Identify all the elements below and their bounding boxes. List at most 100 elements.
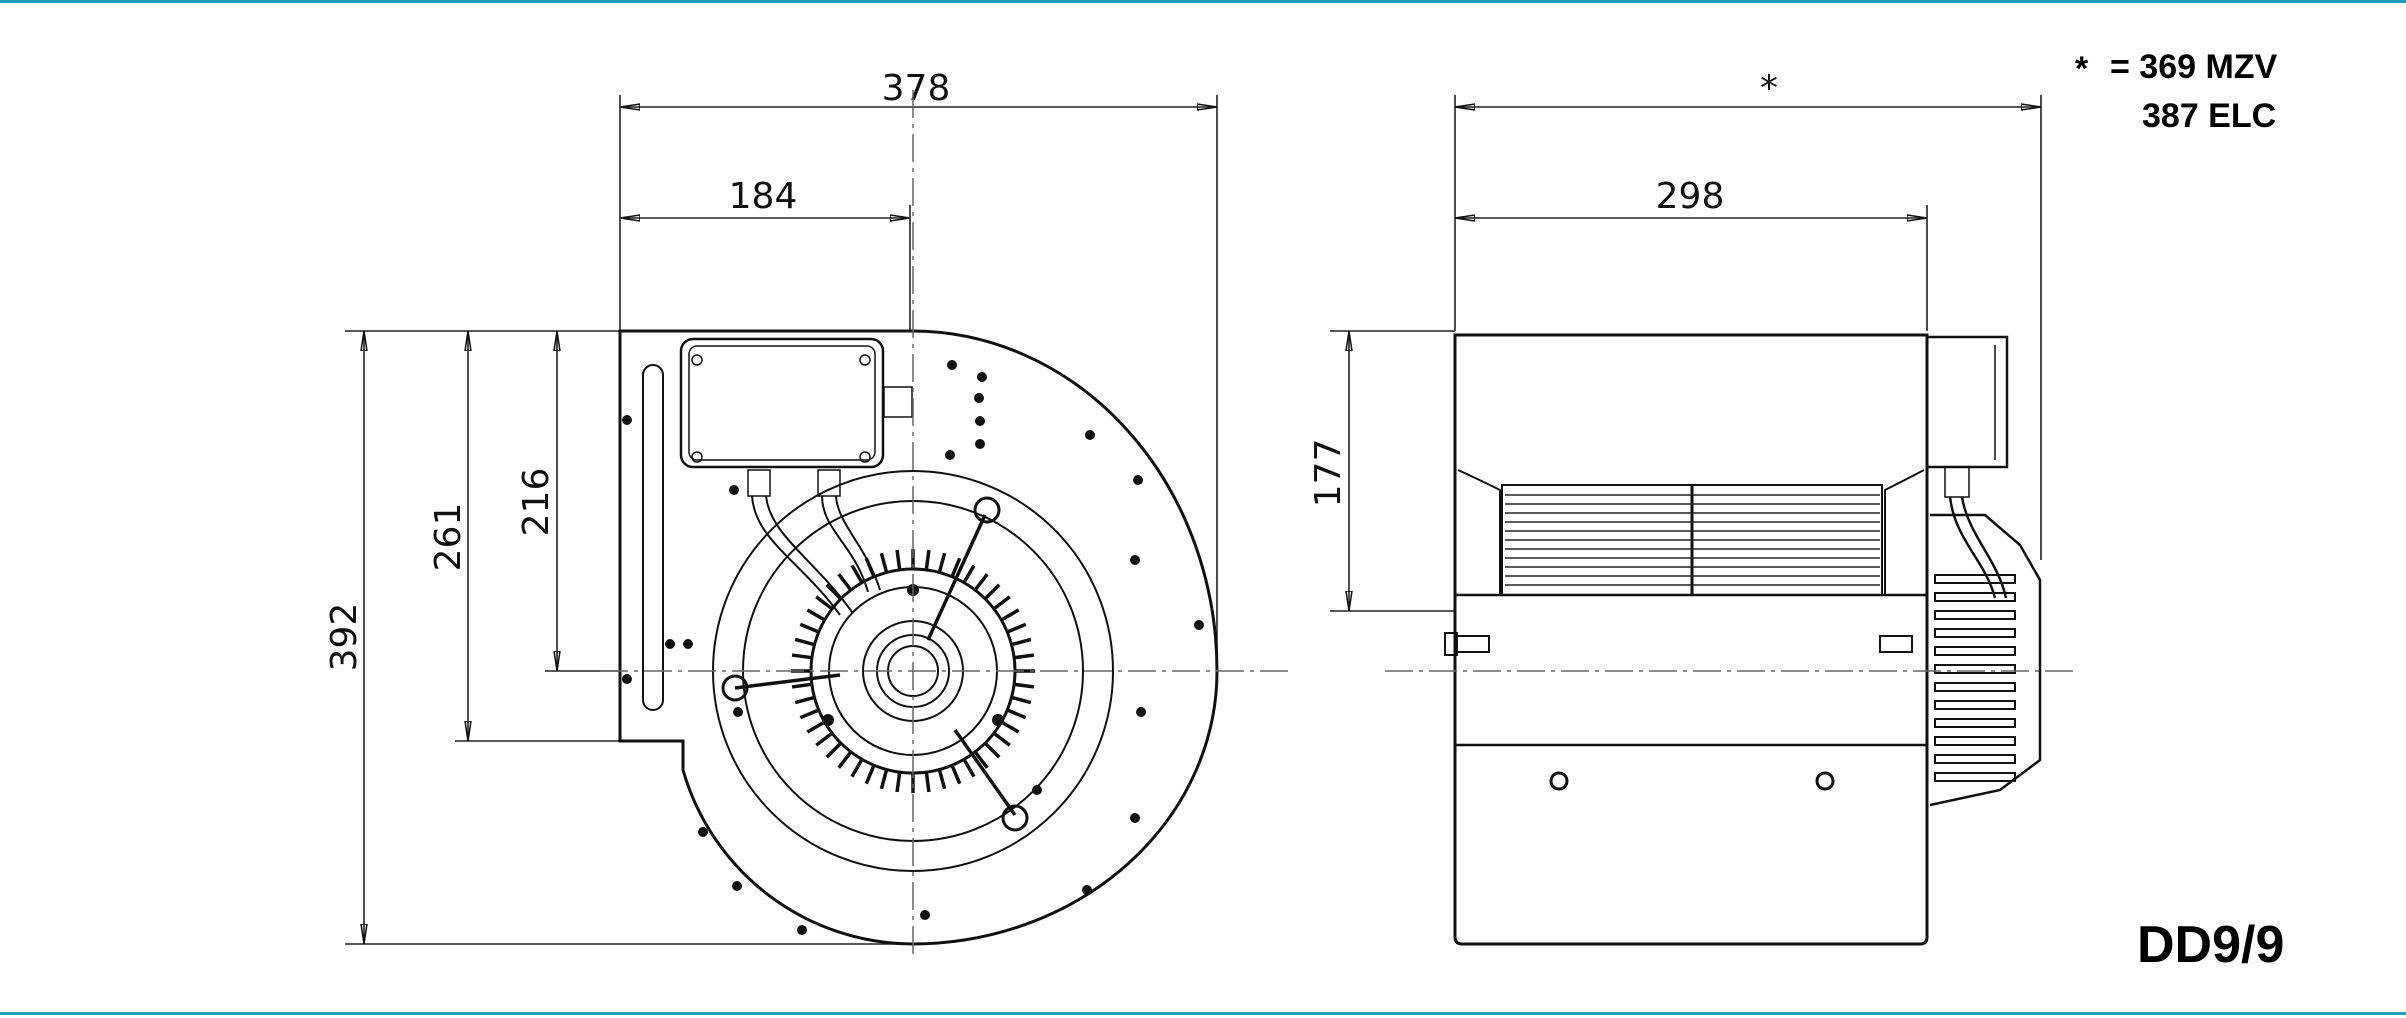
fin xyxy=(924,771,931,793)
dim-label-298: 298 xyxy=(1656,176,1725,217)
dim-label-184: 184 xyxy=(729,176,798,217)
dim-184: 184 xyxy=(620,176,910,218)
motor-fin xyxy=(1934,718,2016,728)
rivet xyxy=(665,639,675,649)
rivet xyxy=(1130,813,1140,823)
rivet xyxy=(1136,707,1146,717)
slot xyxy=(642,364,664,711)
motor-fin xyxy=(1934,700,2016,710)
rivet xyxy=(974,393,984,403)
motor-fin xyxy=(1934,628,2016,638)
rivet xyxy=(975,416,985,426)
dim-261: 261 xyxy=(428,331,469,741)
fin xyxy=(864,764,876,785)
fin xyxy=(1006,708,1027,720)
rivet xyxy=(622,415,632,425)
terminal-box xyxy=(679,337,885,469)
rivet xyxy=(920,910,930,920)
dim-label-star: * xyxy=(1760,68,1778,109)
motor-fins xyxy=(791,549,1035,793)
motor-side xyxy=(1929,513,2042,807)
dim-392: 392 xyxy=(324,331,365,944)
fin xyxy=(1013,653,1035,660)
rivet xyxy=(977,372,987,382)
asterisk-symbol: * xyxy=(2075,50,2089,88)
fin xyxy=(992,731,1011,747)
volute-housing xyxy=(618,329,1219,946)
fin xyxy=(950,557,962,578)
dim-label-177: 177 xyxy=(1308,439,1349,508)
fin xyxy=(850,564,864,584)
fin xyxy=(791,653,813,660)
fin xyxy=(837,573,853,592)
fin xyxy=(973,573,989,592)
fin xyxy=(962,564,976,584)
fin xyxy=(837,750,853,769)
motor-fin xyxy=(1934,610,2016,620)
rivet xyxy=(733,707,743,717)
dim-label-261: 261 xyxy=(428,503,469,572)
rivet xyxy=(947,360,957,370)
fin xyxy=(937,769,947,790)
side-view: * 298 177 xyxy=(1308,68,2075,946)
fin xyxy=(992,595,1011,611)
fin xyxy=(937,552,947,573)
bottom-border xyxy=(0,1012,2406,1015)
rivet xyxy=(1082,885,1092,895)
rivets xyxy=(622,360,1204,935)
fin xyxy=(799,708,820,720)
motor-fin xyxy=(1934,574,2016,584)
rivet xyxy=(1194,620,1204,630)
fin xyxy=(825,741,843,759)
fin xyxy=(1011,695,1032,705)
fin xyxy=(794,637,815,647)
rivet xyxy=(683,639,693,649)
fin xyxy=(983,583,1001,601)
fin xyxy=(815,595,834,611)
fin xyxy=(1006,622,1027,634)
fin xyxy=(1011,637,1032,647)
rivet xyxy=(945,450,955,460)
rivet xyxy=(732,881,742,891)
motor-fin xyxy=(1934,736,2016,746)
variant-note: * = 369 MZV 387 ELC xyxy=(2075,48,2278,135)
fin xyxy=(1000,608,1020,622)
note-line-1: = 369 MZV xyxy=(2110,48,2278,86)
fin xyxy=(895,771,902,793)
fin xyxy=(794,695,815,705)
dim-star: * xyxy=(1455,68,2041,109)
model-label: DD9/9 xyxy=(2137,916,2284,974)
fin xyxy=(1013,682,1035,689)
dim-label-392: 392 xyxy=(324,603,365,672)
rivet xyxy=(975,439,985,449)
fin xyxy=(850,758,864,778)
motor-fin xyxy=(1934,682,2016,692)
rivet xyxy=(1133,475,1143,485)
top-border xyxy=(0,0,2406,3)
rivet xyxy=(797,925,807,935)
motor-fin xyxy=(1934,664,2016,674)
rivet xyxy=(622,674,632,684)
fin xyxy=(973,750,989,769)
fin xyxy=(924,549,931,571)
fin xyxy=(815,731,834,747)
front-view: 378 184 392 261 216 xyxy=(324,68,1290,960)
dim-label-378: 378 xyxy=(882,68,951,109)
rivet xyxy=(1032,785,1042,795)
fin xyxy=(983,741,1001,759)
motor-fin xyxy=(1934,754,2016,764)
motor-fin xyxy=(1934,592,2016,602)
fin xyxy=(791,682,813,689)
note-line-2: 387 ELC xyxy=(2142,97,2276,135)
fin xyxy=(950,764,962,785)
fin xyxy=(799,622,820,634)
motor-fin xyxy=(1934,772,2016,782)
fin xyxy=(1000,720,1020,734)
rivet xyxy=(729,485,739,495)
fin xyxy=(806,608,826,622)
rivet xyxy=(698,827,708,837)
mounting-arms xyxy=(734,514,1017,817)
fin xyxy=(806,720,826,734)
rivet xyxy=(1085,430,1095,440)
